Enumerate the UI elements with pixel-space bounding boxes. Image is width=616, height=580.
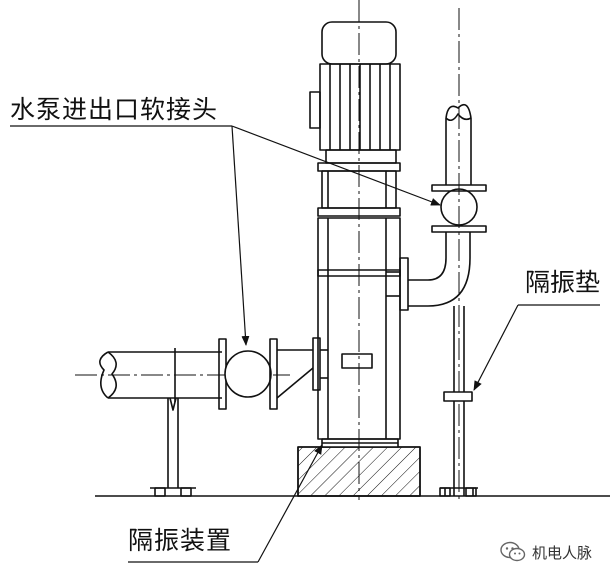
wechat-icon <box>500 541 526 562</box>
outlet-branch <box>386 232 471 311</box>
riser-pipe <box>445 8 472 500</box>
pump-isolator <box>321 438 399 448</box>
watermark-text: 机电人脉 <box>532 543 593 562</box>
watermark: 机电人脉 <box>500 541 592 563</box>
inlet-flex-connector <box>218 338 278 410</box>
inlet-elbow <box>276 337 328 399</box>
label-isolation-pad: 隔振垫 <box>525 268 601 297</box>
label-flex-connector: 水泵进出口软接头 <box>10 95 219 124</box>
left-support <box>150 397 196 497</box>
leader-lines <box>10 125 600 563</box>
motor <box>309 21 401 164</box>
right-support <box>439 306 478 497</box>
label-isolation-device: 隔振装置 <box>128 526 233 555</box>
